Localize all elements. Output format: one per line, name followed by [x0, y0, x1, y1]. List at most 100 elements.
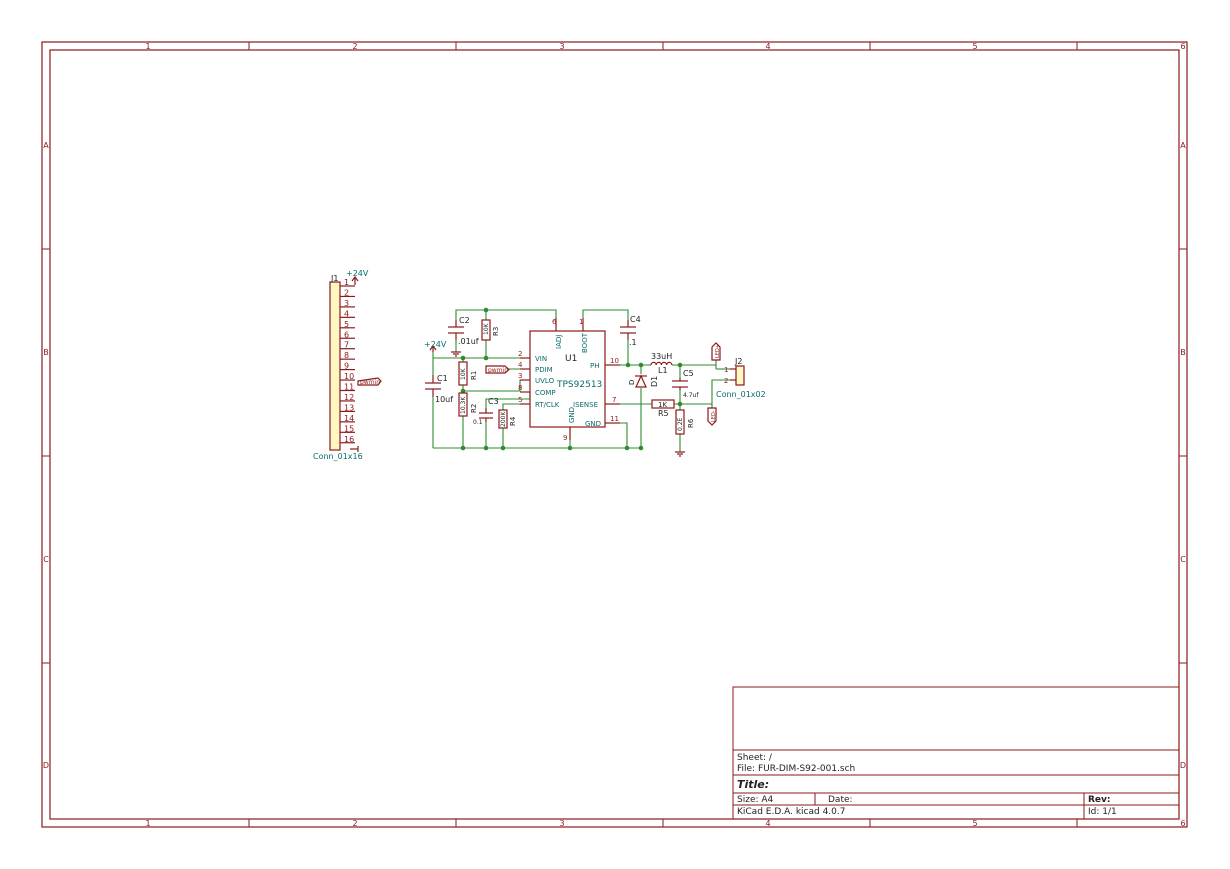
led-minus-text: LED- — [711, 410, 717, 422]
j1-pin-number: 15 — [344, 424, 354, 433]
row-label-right: C — [1180, 555, 1186, 564]
col-label-top: 1 — [145, 42, 150, 51]
column-labels-top: 1 2 3 4 5 6 — [145, 42, 1185, 51]
j1-power-label: +24V — [346, 269, 369, 278]
ground-symbol-r6 — [675, 451, 685, 457]
tb-date: Date: — [828, 795, 853, 805]
row-label-left: B — [43, 348, 49, 357]
resistor-r1[interactable]: 10K R1 — [458, 361, 478, 386]
u1-pin-name: GND — [568, 407, 576, 423]
u1-pin-name: IADJ — [555, 335, 563, 349]
u1-pin-num: 4 — [518, 361, 523, 369]
u1-pin-name: PH — [590, 362, 600, 370]
tb-title: Title: — [737, 778, 769, 791]
l1-value: 33uH — [651, 352, 672, 361]
j2-ref: J2 — [734, 357, 742, 366]
c1-ref: C1 — [437, 374, 448, 383]
row-labels-right: A B C D — [1180, 141, 1186, 770]
r3-value: 10K — [483, 322, 490, 335]
u1-pin-name: ISENSE — [573, 401, 598, 409]
j1-ref: J1 — [330, 274, 338, 283]
pwmin-text-j1: pwmin — [360, 379, 380, 386]
d1-ref: D1 — [650, 376, 659, 387]
pwmin-text-u1: pwmin — [488, 367, 508, 374]
j1-pin-number: 2 — [344, 288, 349, 297]
u1-pin-num: 8 — [518, 384, 522, 392]
resistor-r5[interactable]: 1K R5 — [651, 399, 675, 418]
u1-pin-name: RT/CLK — [535, 401, 560, 409]
junctions — [460, 307, 683, 451]
r2-ref: R2 — [470, 404, 478, 413]
column-labels-bottom: 1 2 3 4 5 6 — [145, 819, 1185, 828]
row-labels-left: A B C D — [43, 141, 49, 770]
row-label-left: C — [43, 555, 49, 564]
connector-j2[interactable]: J2 1 2 Conn_01x02 — [716, 357, 766, 399]
pwmin-label-u1: pwmin — [485, 365, 510, 374]
resistor-r2[interactable]: 10.3K R2 — [458, 392, 478, 417]
r6-value: 0.2E — [677, 417, 684, 431]
u1-pin-num: 7 — [612, 396, 616, 404]
u1-pin-num: 9 — [563, 434, 567, 442]
j1-pin-number: 7 — [344, 341, 349, 350]
j1-pin-number: 13 — [344, 403, 354, 412]
c2-value: .01uf — [458, 337, 479, 346]
r5-value: 1K — [658, 401, 667, 409]
u1-pin-num: 1 — [579, 318, 583, 326]
pwmin-label-j1: pwmin — [357, 377, 382, 386]
resistor-r4[interactable]: 200K R4 — [498, 409, 517, 429]
col-label-bottom: 6 — [1180, 819, 1185, 828]
col-label-top: 6 — [1180, 42, 1185, 51]
j1-power-flag: +24V — [346, 269, 369, 285]
j2-value: Conn_01x02 — [716, 390, 766, 399]
u1-body — [529, 330, 606, 428]
c5-ref: C5 — [683, 369, 694, 378]
r1-value: 10K — [460, 367, 467, 380]
u1-pin-name: GND — [585, 420, 601, 428]
tb-size: Size: A4 — [737, 795, 774, 805]
capacitor-c4[interactable]: C4 .1 — [620, 315, 641, 347]
capacitor-c2[interactable]: C2 .01uf — [448, 316, 479, 346]
c4-value: .1 — [629, 338, 637, 347]
c4-ref: C4 — [630, 315, 641, 324]
j1-pin-number: 10 — [344, 372, 354, 381]
resistor-r6[interactable]: 0.2E R6 — [675, 409, 695, 435]
ic-u1[interactable]: U1 TPS92513 2 VIN 4 PDIM 3 UVLO 8 COMP 5… — [518, 318, 620, 442]
col-label-bottom: 2 — [352, 819, 357, 828]
j1-pin-number: 14 — [344, 414, 354, 423]
u1-pin-num: 2 — [518, 350, 522, 358]
resistor-r3[interactable]: 10K R3 — [481, 319, 500, 341]
u1-pin-name: UVLO — [535, 377, 555, 385]
inductor-l1[interactable]: 33uH L1 — [650, 352, 673, 375]
c1-value: 10uf — [435, 395, 453, 404]
r5-ref: R5 — [658, 409, 669, 418]
tb-tool: KiCad E.D.A. kicad 4.0.7 — [737, 807, 845, 817]
led-plus-text: LED+ — [715, 344, 721, 358]
j1-pin-number: 8 — [344, 351, 349, 360]
tb-id: Id: 1/1 — [1088, 807, 1117, 817]
u1-pin-num: 11 — [610, 415, 619, 423]
l1-ref: L1 — [658, 366, 668, 375]
j1-pin-number: 3 — [344, 299, 349, 308]
col-label-top: 5 — [972, 42, 977, 51]
r2-value: 10.3K — [460, 396, 467, 414]
u1-pin-name: BOOT — [581, 332, 589, 353]
capacitor-c3[interactable]: C3 0.1 — [473, 397, 499, 426]
row-label-right: A — [1180, 141, 1186, 150]
capacitor-c5[interactable]: C5 4.7uf — [672, 369, 699, 399]
c3-ref: C3 — [488, 397, 499, 406]
tb-file: File: FUR-DIM-S92-001.sch — [737, 764, 855, 774]
ground-symbol-c2 — [451, 351, 461, 357]
led-minus-label: LED- — [707, 407, 717, 426]
column-ticks — [248, 42, 1078, 827]
r1-ref: R1 — [470, 371, 478, 380]
c5-value: 4.7uf — [683, 392, 699, 399]
c3-value: 0.1 — [473, 419, 483, 426]
u1-pin-num: 3 — [518, 372, 522, 380]
u1-pin-name: PDIM — [535, 366, 553, 374]
diode-d1[interactable]: D D1 — [628, 374, 659, 388]
capacitor-c1[interactable]: C1 10uf — [425, 374, 453, 404]
j1-value: Conn_01x16 — [313, 452, 363, 461]
j1-pin-number: 16 — [344, 435, 354, 444]
tb-sheet: Sheet: / — [737, 753, 773, 763]
